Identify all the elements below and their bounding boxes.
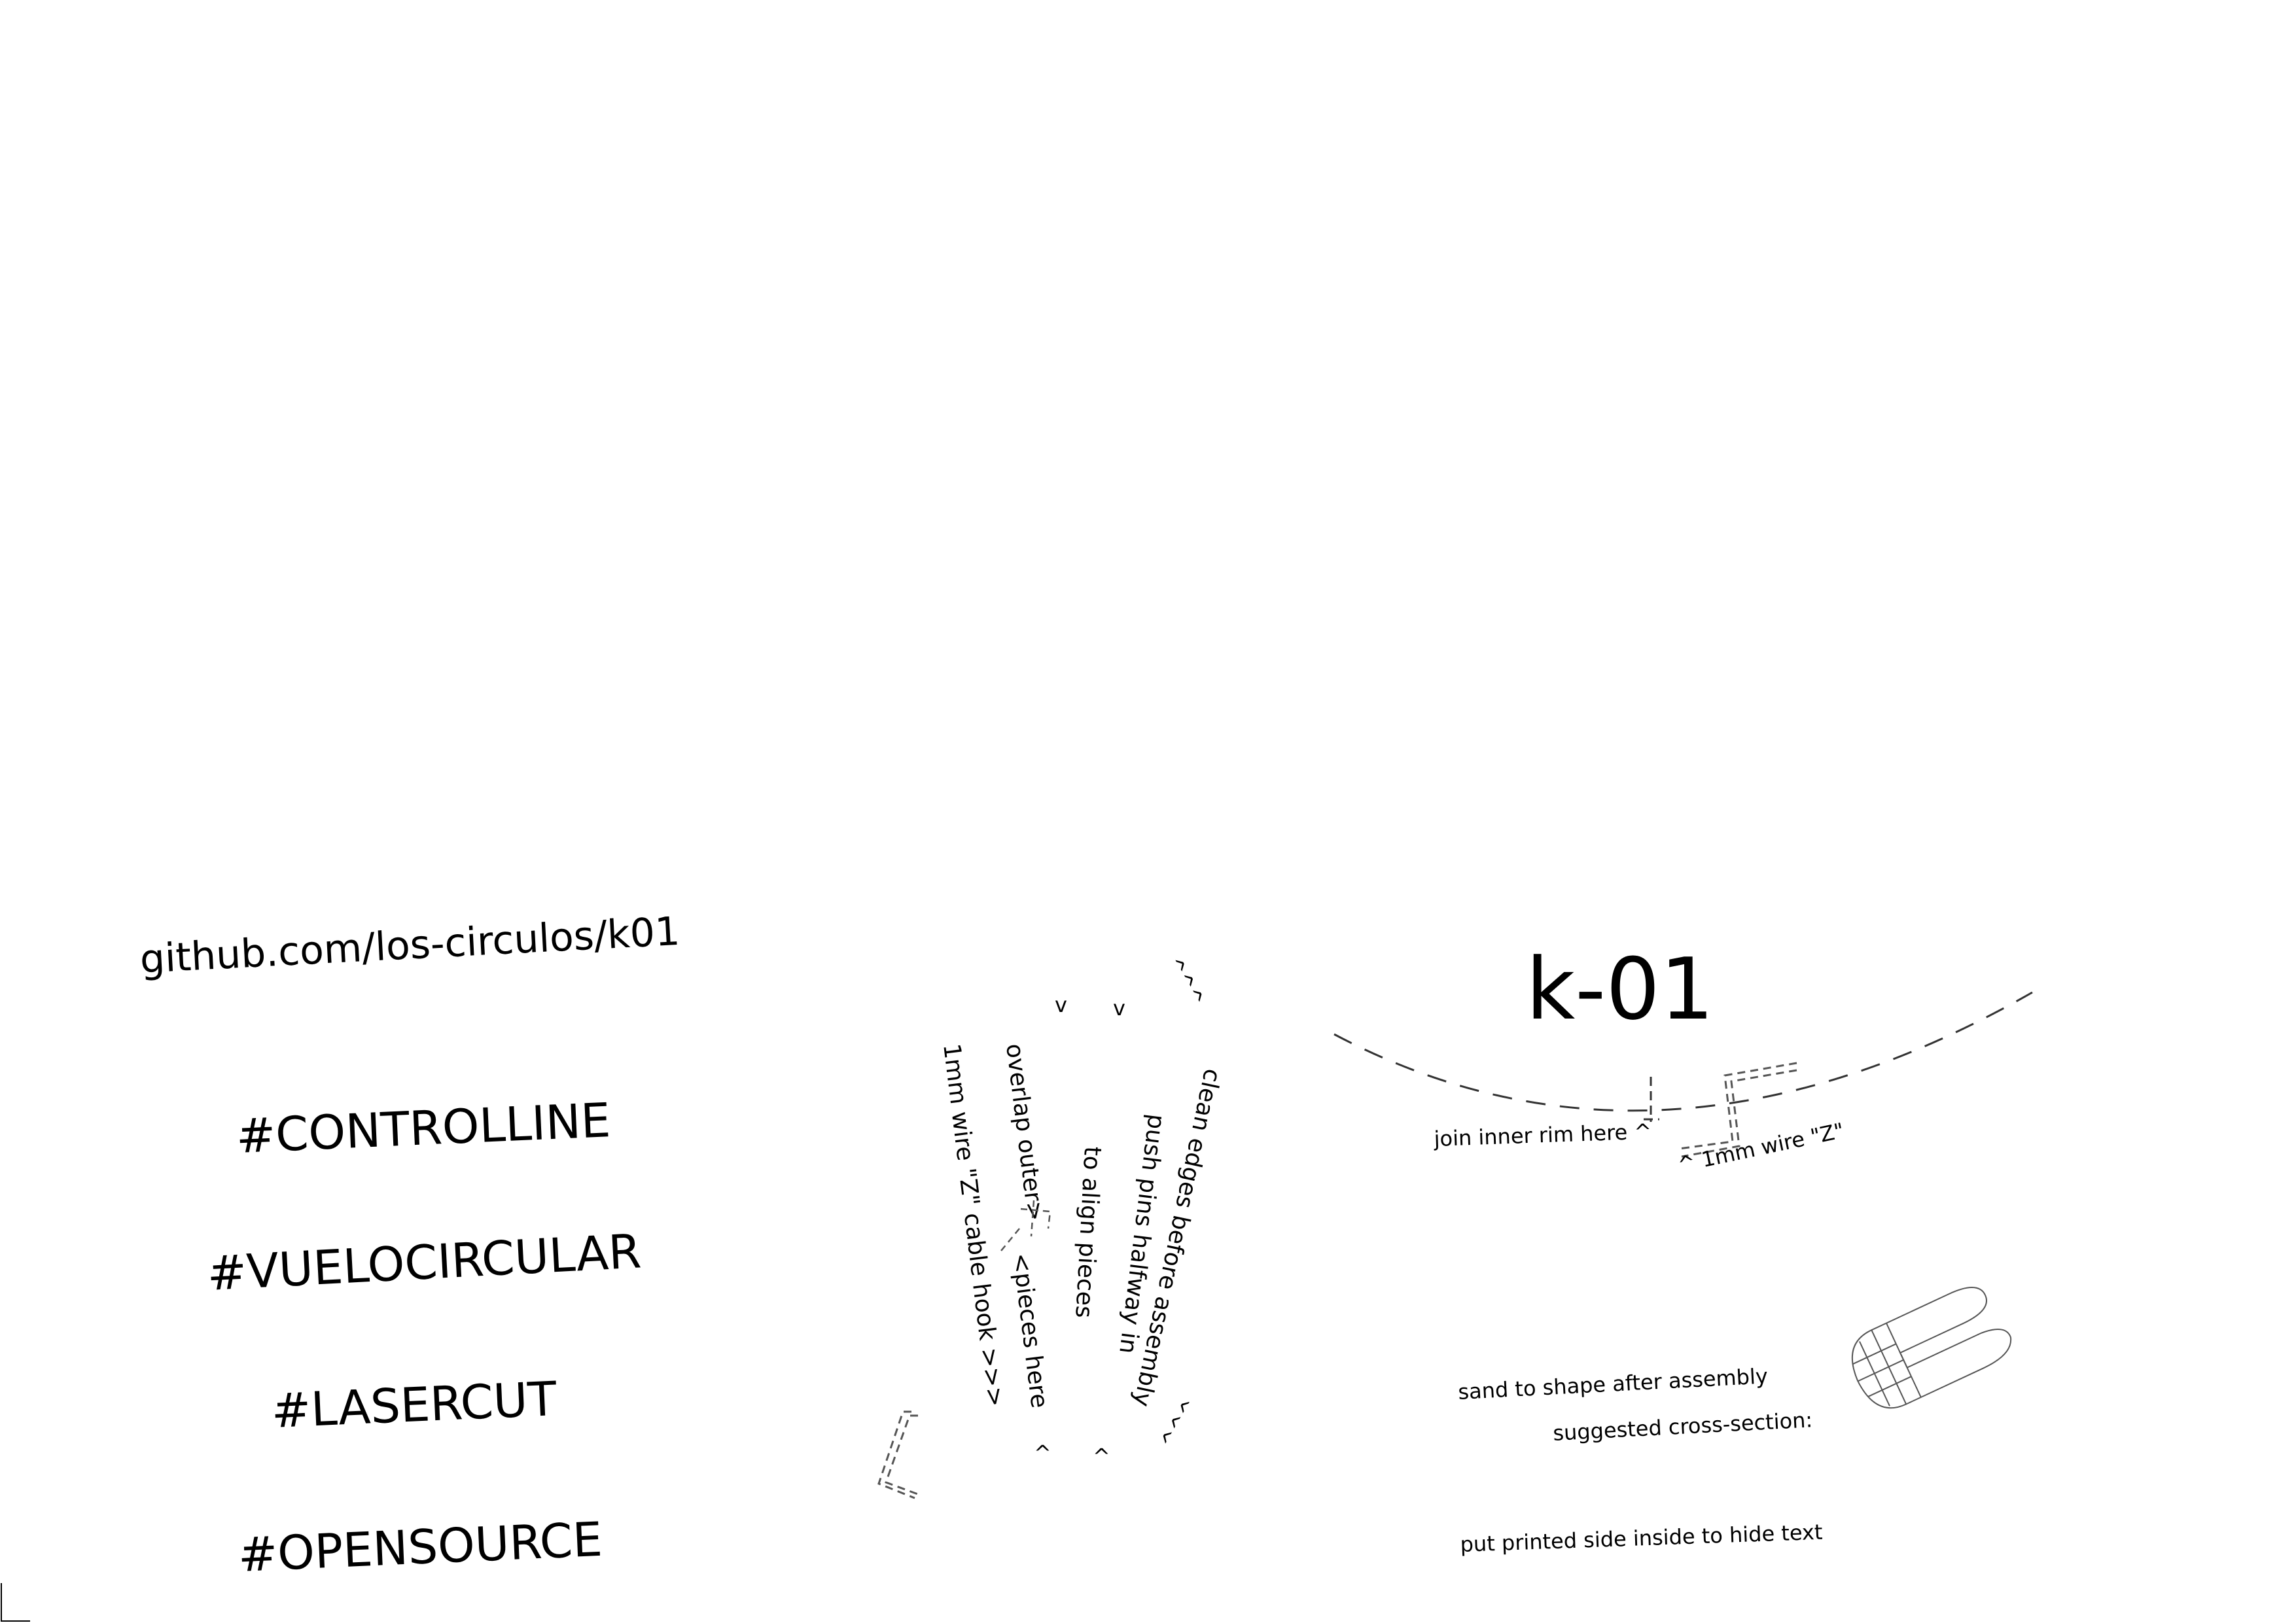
- note-cross-section: suggested cross-section:: [1552, 1407, 1813, 1446]
- hashtag-opensource: #OPENSOURCE: [237, 1512, 603, 1582]
- inner-rim-dashed-arc: [1333, 991, 2033, 1112]
- pin-alignment-mark: [1000, 1200, 1051, 1251]
- note-printed-side: put printed side inside to hide text: [1460, 1520, 1823, 1557]
- hashtag-vuelocircular: #VUELOCIRCULAR: [205, 1223, 642, 1301]
- note-align-pieces: to align pieces: [1070, 1146, 1106, 1319]
- note-sand-to-shape: sand to shape after assembly: [1457, 1363, 1768, 1405]
- note-pieces-here: <pieces here: [1007, 1251, 1053, 1410]
- model-title: k-01: [1526, 939, 1714, 1039]
- note-wire-z: ^ 1mm wire "Z": [1676, 1118, 1846, 1178]
- caret-mark: ^: [1093, 1444, 1110, 1469]
- repository-url: github.com/los-circulos/k01: [139, 909, 681, 983]
- corner-registration-mark: [1, 1583, 30, 1622]
- note-overlap-outer: overlap outer>: [1000, 1042, 1049, 1223]
- caret-mark: ^^^: [1156, 1395, 1203, 1453]
- caret-mark: ^: [1034, 1440, 1051, 1465]
- caret-mark: v: [1055, 992, 1067, 1017]
- caret-mark: ^^^: [1161, 953, 1209, 1011]
- caret-mark: v: [1113, 996, 1125, 1021]
- hashtag-lasercut: #LASERCUT: [270, 1371, 558, 1439]
- z-wire-slot: [1678, 1062, 1797, 1158]
- join-marker-tick: [1644, 1077, 1659, 1122]
- note-wire-hook: 1mm wire "Z" cable hook >>>: [938, 1042, 1009, 1408]
- alignment-bracket: [877, 1410, 922, 1499]
- hashtag-controlline: #CONTROLLINE: [235, 1092, 612, 1164]
- note-join-inner-rim: join inner rim here ^: [1433, 1119, 1652, 1151]
- cross-section-diagram: [1851, 1287, 2012, 1409]
